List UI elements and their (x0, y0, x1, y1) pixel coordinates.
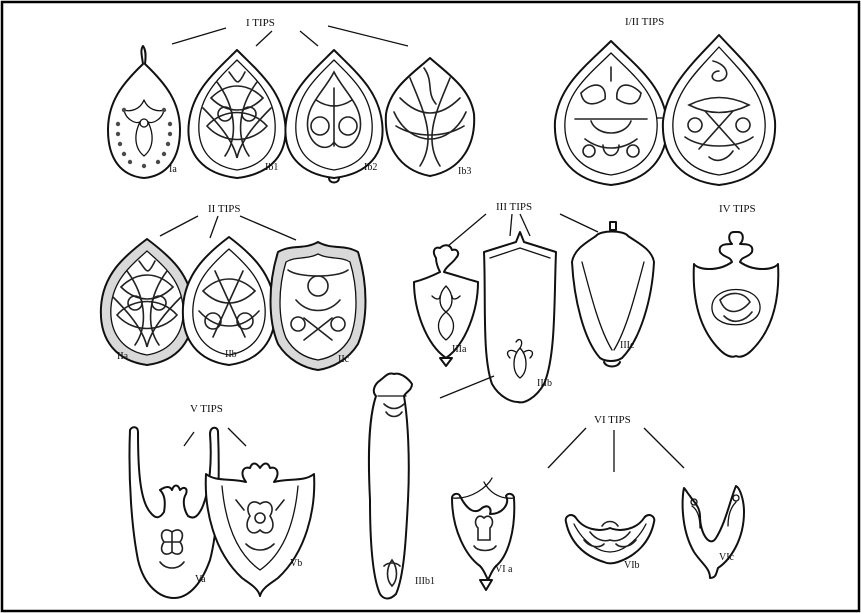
label-iiia: IIIa (452, 344, 467, 355)
group-v-leader-vb (228, 428, 246, 446)
strap-end-ia: Ia (108, 46, 180, 178)
group-i-leader-ib3 (328, 26, 408, 46)
label-ia: Ia (169, 164, 177, 175)
group-i-leader-ib1 (256, 31, 272, 46)
group-vi-leader-vic (644, 428, 684, 468)
group-iii-leader-iiia (448, 214, 486, 246)
strap-end-ib3: Ib3 (386, 58, 474, 177)
group-iv-heading: IV TIPS (719, 203, 756, 215)
group-vi-leader-via (548, 428, 586, 468)
label-iia: IIa (117, 351, 129, 362)
label-va: Va (195, 574, 206, 585)
label-vib: VIb (624, 560, 640, 571)
strap-end-vic: VIc (683, 486, 744, 578)
label-iiic: IIIc (620, 340, 635, 351)
strap-end-vb: Vb (206, 464, 314, 597)
group-iv: IV TIPS (694, 203, 779, 357)
label-via: VI a (495, 564, 513, 575)
strap-end-via: VI a (452, 478, 514, 590)
group-vi: VI TIPS VI a VIb VIc (452, 414, 744, 590)
group-v: V TIPS Va Vb (129, 403, 314, 598)
group-ii-leader-iia (160, 216, 198, 236)
label-ib2: Ib2 (364, 162, 377, 173)
group-iii-leader-iiib1 (440, 376, 494, 398)
group-v-heading: V TIPS (190, 403, 223, 415)
label-vic: VIc (719, 552, 735, 563)
strap-end-iiib: IIIb (484, 232, 556, 402)
strap-end-iib: IIb (183, 237, 275, 365)
strap-end-i-ii-left (555, 41, 667, 185)
label-ib1: Ib1 (265, 162, 278, 173)
group-ii-heading: II TIPS (208, 203, 241, 215)
group-iii-leader-iiib (510, 214, 512, 236)
label-iib: IIb (225, 349, 237, 360)
label-iiib: IIIb (537, 378, 552, 389)
group-iii-heading: III TIPS (496, 201, 532, 213)
strap-end-vib: VIb (566, 515, 655, 571)
label-ib3: Ib3 (458, 166, 471, 177)
strap-end-iic: IIc (271, 242, 366, 370)
group-ii-leader-iib (210, 216, 218, 238)
strap-end-iv (694, 232, 779, 357)
strap-end-iiia: IIIa (414, 245, 478, 366)
strap-end-iia: IIa (101, 239, 193, 365)
label-iiib1: IIIb1 (415, 576, 435, 587)
group-i-ii: I/II TIPS (555, 16, 775, 185)
group-i-leader-ia (172, 28, 226, 44)
label-vb: Vb (290, 558, 302, 569)
group-v-leader-va (184, 432, 194, 446)
group-ii-leader-iic (240, 216, 296, 240)
label-iic: IIc (338, 354, 350, 365)
group-ii: II TIPS IIa IIb (101, 203, 366, 370)
strap-end-va: Va (129, 427, 218, 598)
strap-end-ib2: Ib2 (285, 50, 382, 183)
group-iii-leader-iiib2 (520, 214, 530, 236)
strap-end-iiib1: IIIb1 (369, 373, 435, 598)
strap-end-ib1: Ib1 (188, 50, 285, 178)
group-i-heading: I TIPS (246, 17, 275, 29)
group-vi-heading: VI TIPS (594, 414, 631, 426)
group-i: I TIPS Ia Ib1 (108, 17, 474, 183)
group-i-ii-heading: I/II TIPS (625, 16, 664, 28)
group-iii-leader-iiic (560, 214, 598, 232)
group-i-leader-ib2 (300, 31, 318, 46)
strap-end-iiic: IIIc (572, 222, 654, 367)
strap-end-i-ii-right (663, 35, 775, 185)
